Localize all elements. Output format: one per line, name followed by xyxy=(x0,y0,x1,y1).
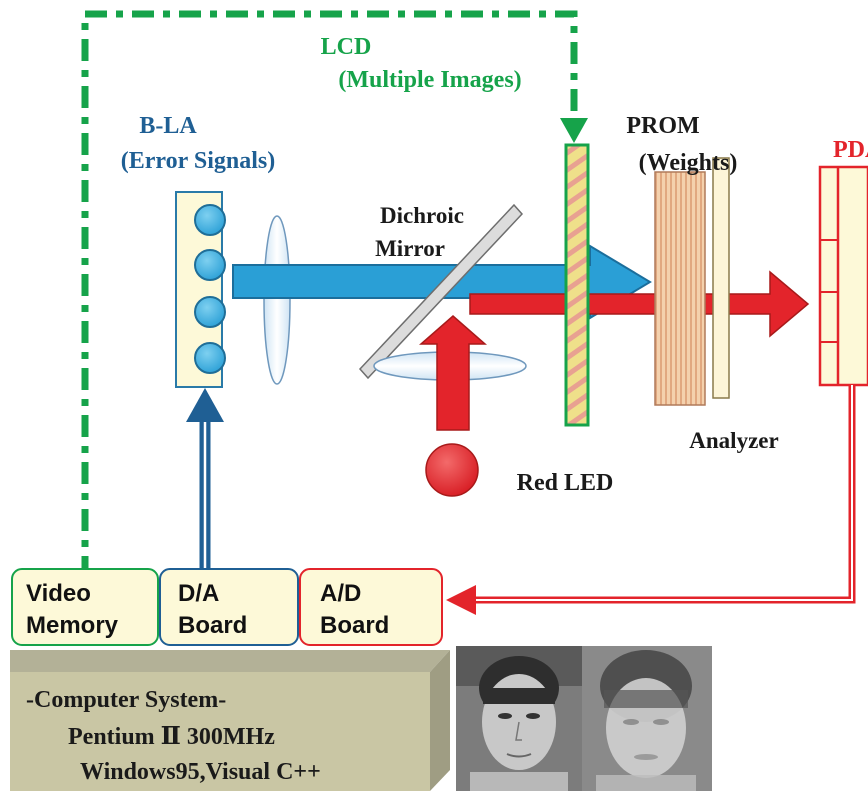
computer-title: -Computer System- xyxy=(26,687,226,713)
lcd-signal-arrowhead xyxy=(560,118,588,143)
dichroic-mirror xyxy=(358,203,524,380)
prom-label-sub: (Weights) xyxy=(639,150,738,176)
analyzer-plate xyxy=(712,157,730,399)
bla-element-3 xyxy=(194,296,226,328)
ad-board xyxy=(299,568,443,646)
prom-weights xyxy=(654,171,706,406)
bla-element-2 xyxy=(194,249,226,281)
bla-label: B-LA xyxy=(139,113,197,139)
analyzer-label: Analyzer xyxy=(689,428,778,453)
pda-label: PDA xyxy=(833,137,868,163)
red-beam-arrow xyxy=(469,270,810,338)
computer-top-face xyxy=(10,650,450,672)
bla-element-1 xyxy=(194,204,226,236)
prom-label: PROM xyxy=(626,113,699,139)
pda-output-path-inner xyxy=(474,385,853,601)
video-memory-label: Video xyxy=(26,580,91,607)
da-board-label-sub: Board xyxy=(178,612,247,639)
bla-element-4 xyxy=(194,342,226,374)
lcd-label-sub: (Multiple Images) xyxy=(338,67,521,93)
red-led xyxy=(425,443,479,497)
da-board-label: D/A xyxy=(178,580,219,607)
ad-board-label-sub: Board xyxy=(320,612,389,639)
computer-cpu: Pentium Ⅱ 300MHz xyxy=(68,724,275,750)
red-led-label: Red LED xyxy=(517,470,614,496)
lcd-label: LCD xyxy=(321,34,372,60)
video-memory-label-sub: Memory xyxy=(26,612,119,639)
computer-front-face xyxy=(10,672,430,791)
da-board xyxy=(159,568,299,646)
dichroic-label: Dichroic xyxy=(380,203,464,228)
collimating-lens xyxy=(263,215,291,385)
da-signal-arrowhead xyxy=(186,388,224,422)
face-photo-sharp-icon xyxy=(456,646,582,791)
video-memory-board xyxy=(11,568,159,646)
pda-output-arrowhead xyxy=(446,585,476,615)
lcd-signal-path xyxy=(81,10,578,578)
computer-software: Windows95,Visual C++ xyxy=(80,759,321,785)
computer-side-face xyxy=(430,650,450,791)
dichroic-label-sub: Mirror xyxy=(375,236,445,261)
bla-label-sub: (Error Signals) xyxy=(121,148,275,174)
pda-detector xyxy=(818,165,868,387)
red-beam-up-arrow xyxy=(419,315,487,431)
ad-board-label: A/D xyxy=(320,580,361,607)
lcd-panel xyxy=(564,143,590,427)
face-photo-blurred-icon xyxy=(582,646,712,791)
